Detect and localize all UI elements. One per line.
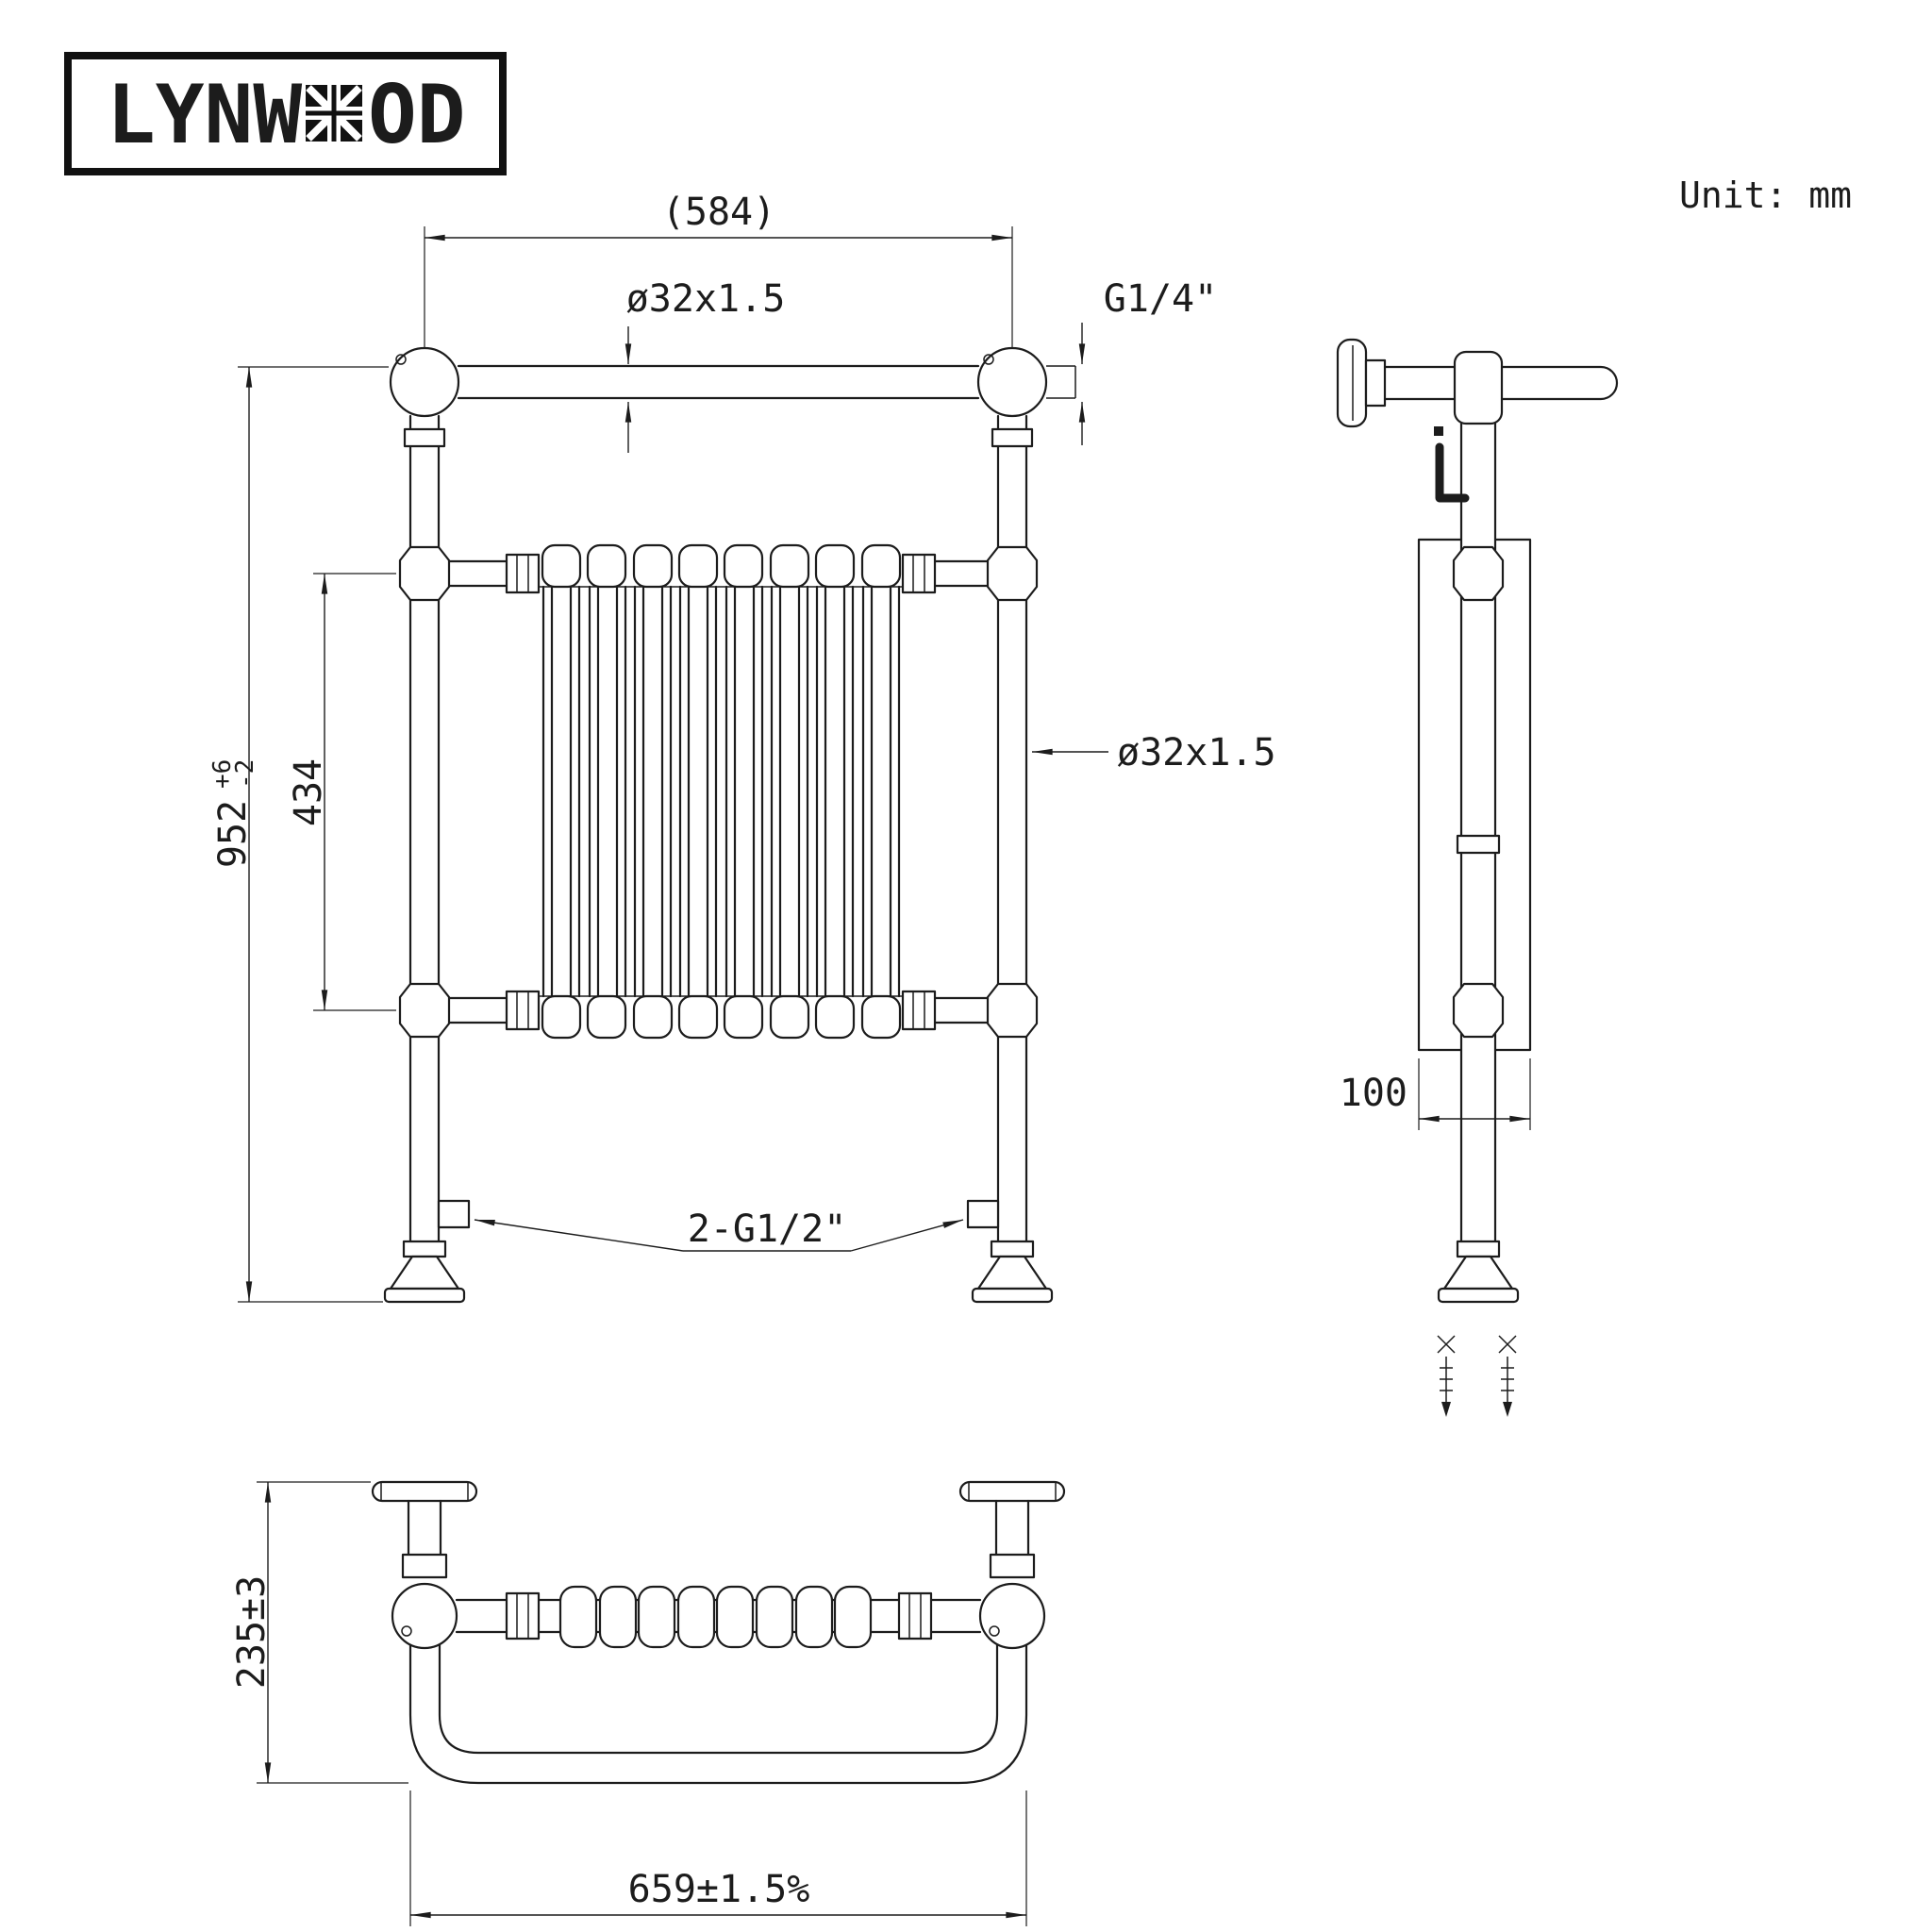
dim-width-top: (584) <box>424 191 1013 347</box>
dim-height-label: 952 <box>211 800 255 868</box>
dim-post-size-label: ø32x1.5 <box>1117 731 1276 774</box>
front-upper-bar <box>437 553 1000 594</box>
side-wall-bracket <box>1336 338 1457 428</box>
wall-mount-right <box>976 346 1048 418</box>
dim-bracket-depth: 235±3 <box>230 1481 408 1784</box>
front-ball-joints <box>398 545 1039 1039</box>
dim-thread-bottom-label: 2-G1/2" <box>688 1208 847 1251</box>
front-top-rail <box>389 346 1076 418</box>
side-foot <box>1437 1240 1520 1304</box>
dim-thread-bottom: 2-G1/2" <box>474 1208 964 1252</box>
logo-text-left: LYNW <box>107 68 302 162</box>
bottom-bracket-right <box>958 1480 1066 1579</box>
dim-loop-width: 659±1.5% <box>409 1790 1027 1926</box>
front-right-post <box>991 414 1034 1243</box>
dim-height-tol-upper-label: +6 <box>208 759 237 789</box>
dim-bracket-depth-label: 235±3 <box>230 1575 274 1689</box>
dim-width-top-label: (584) <box>662 191 775 234</box>
dim-post-size: ø32x1.5 <box>1032 731 1276 774</box>
front-right-valve <box>966 1199 1000 1229</box>
logo-box: LYNW OD <box>64 52 507 175</box>
dim-thread-top: G1/4" <box>1078 277 1217 445</box>
side-view: 100 <box>1336 338 1619 1417</box>
front-radiator-core <box>539 543 904 1040</box>
dim-rail-size-label: ø32x1.5 <box>626 277 786 321</box>
screw-icon-left <box>1437 1335 1456 1417</box>
screw-icon-right <box>1498 1335 1517 1417</box>
wall-mount-left <box>389 346 460 418</box>
front-left-post <box>403 414 446 1243</box>
dim-column-height-label: 434 <box>287 758 330 826</box>
front-view: (584) ø32x1.5 G1/4" 952 +6 -2 <box>208 191 1276 1304</box>
front-lower-bar <box>437 990 1000 1031</box>
dim-depth: 100 <box>1340 1058 1531 1130</box>
bottom-view: 235±3 659±1.5% <box>230 1480 1066 1926</box>
dim-loop-width-label: 659±1.5% <box>628 1868 810 1911</box>
front-left-foot <box>383 1240 466 1304</box>
bottom-towel-loop <box>408 1614 1028 1785</box>
side-post <box>1452 350 1619 1243</box>
dim-height: 952 +6 -2 <box>208 366 389 1303</box>
dim-depth-label: 100 <box>1340 1072 1407 1115</box>
dim-column-height: 434 <box>287 573 396 1011</box>
bottom-bracket-left <box>371 1480 478 1579</box>
union-jack-icon <box>306 85 362 142</box>
dim-rail-size: ø32x1.5 <box>625 277 786 453</box>
dim-thread-top-label: G1/4" <box>1104 277 1217 321</box>
unit-label: Unit: mm <box>1679 175 1852 216</box>
front-right-foot <box>971 1240 1054 1304</box>
logo-text-right: OD <box>368 68 466 162</box>
allen-key-icon <box>1434 426 1470 503</box>
dim-height-tol-lower-label: -2 <box>231 759 259 789</box>
front-left-valve <box>437 1199 471 1229</box>
bottom-radiator-bar <box>391 1582 1046 1650</box>
